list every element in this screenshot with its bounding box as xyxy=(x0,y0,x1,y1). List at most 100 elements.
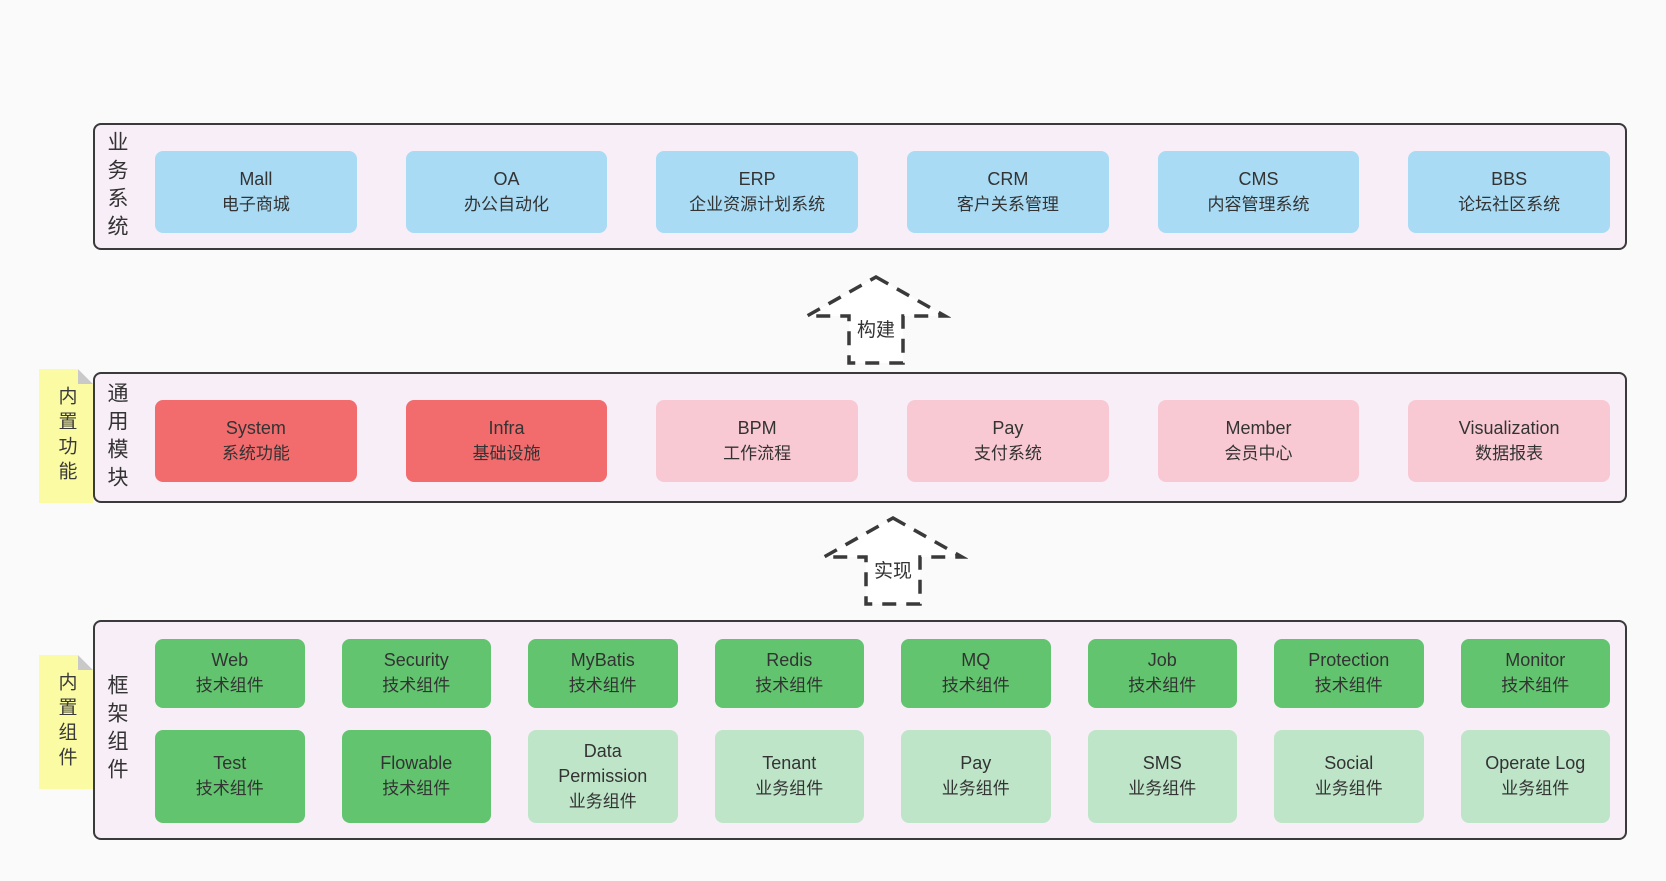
box-member-name: Member xyxy=(1225,418,1292,438)
arrow-up-dashed-icon: 构建 xyxy=(800,274,952,365)
box-bbs-name: BBS xyxy=(1491,169,1528,189)
business-systems-boxes: Mall 电子商城 OA 办公自动化 ERP 企业资源计划系统 CRM 客户关系… xyxy=(155,151,1610,233)
box-crm: CRM 客户关系管理 xyxy=(907,151,1109,233)
box-oa: OA 办公自动化 xyxy=(405,151,608,233)
box-bpm-name: BPM xyxy=(737,418,777,438)
box-social-desc: 业务组件 xyxy=(1314,779,1383,799)
box-system-desc: 系统功能 xyxy=(221,444,290,463)
band-common-modules: 通用模块 System 系统功能 Infra 基础设施 BPM 工作流程 Pay… xyxy=(93,372,1627,503)
box-cms-desc: 内容管理系统 xyxy=(1207,195,1310,214)
box-protection: Protection 技术组件 xyxy=(1274,639,1424,708)
box-bpm-desc: 工作流程 xyxy=(723,444,792,463)
box-pay-module-name: Pay xyxy=(992,418,1024,438)
arrow-implement-label: 实现 xyxy=(874,560,912,582)
box-pay-component-name: Pay xyxy=(960,753,992,774)
arrow-up-dashed-icon: 实现 xyxy=(817,515,969,606)
box-job-name: Job xyxy=(1147,650,1177,671)
box-pay-component: Pay 业务组件 xyxy=(901,729,1051,823)
box-monitor-name: Monitor xyxy=(1505,650,1566,671)
box-flowable: Flowable 技术组件 xyxy=(341,729,491,823)
box-member: Member 会员中心 xyxy=(1157,400,1360,482)
box-infra-desc: 基础设施 xyxy=(472,444,541,463)
box-monitor: Monitor 技术组件 xyxy=(1460,639,1610,708)
note-built-in-features-label: 内置功能 xyxy=(55,386,77,486)
box-web-desc: 技术组件 xyxy=(195,676,264,696)
folded-corner-icon xyxy=(78,369,93,384)
box-protection-desc: 技术组件 xyxy=(1314,676,1383,696)
band-common-modules-label: 通用模块 xyxy=(105,381,128,494)
box-bpm: BPM 工作流程 xyxy=(656,400,858,482)
box-data-permission-desc: 业务组件 xyxy=(568,791,637,811)
box-pay-module-desc: 支付系统 xyxy=(973,444,1042,463)
box-operate-log-name: Operate Log xyxy=(1485,753,1586,774)
box-visualization-desc: 数据报表 xyxy=(1475,444,1544,463)
box-mall-desc: 电子商城 xyxy=(221,195,290,214)
box-erp: ERP 企业资源计划系统 xyxy=(656,151,858,233)
band-framework-components-label: 框架组件 xyxy=(105,674,128,786)
box-mybatis-name: MyBatis xyxy=(570,650,635,671)
box-system-name: System xyxy=(225,418,286,438)
box-protection-name: Protection xyxy=(1308,650,1390,671)
box-job: Job 技术组件 xyxy=(1087,639,1237,708)
band-business-systems: 业务系统 Mall 电子商城 OA 办公自动化 ERP 企业资源计划系统 CRM… xyxy=(93,123,1627,250)
box-test-desc: 技术组件 xyxy=(195,779,264,799)
box-redis-name: Redis xyxy=(766,650,813,671)
box-mall-name: Mall xyxy=(239,169,273,189)
box-cms: CMS 内容管理系统 xyxy=(1157,151,1360,233)
box-bbs-desc: 论坛社区系统 xyxy=(1458,195,1561,214)
box-visualization-name: Visualization xyxy=(1458,418,1560,438)
box-operate-log-desc: 业务组件 xyxy=(1501,779,1570,799)
framework-components-boxes: Web 技术组件 Security 技术组件 MyBatis 技术组件 Redi… xyxy=(155,639,1610,823)
box-bbs: BBS 论坛社区系统 xyxy=(1408,151,1610,233)
note-built-in-features: 内置功能 xyxy=(39,369,93,503)
box-erp-name: ERP xyxy=(738,169,776,189)
box-crm-name: CRM xyxy=(987,169,1029,189)
box-oa-name: OA xyxy=(493,169,520,189)
common-modules-boxes: System 系统功能 Infra 基础设施 BPM 工作流程 Pay 支付系统… xyxy=(155,400,1610,482)
box-mall: Mall 电子商城 xyxy=(155,151,357,233)
arrow-implement: 实现 xyxy=(817,515,969,607)
box-tenant-desc: 业务组件 xyxy=(755,779,824,799)
box-test-name: Test xyxy=(213,753,247,774)
box-data-permission-name: Data Permission xyxy=(558,740,648,786)
box-web: Web 技术组件 xyxy=(155,639,305,708)
arrow-build-label: 构建 xyxy=(857,319,895,341)
box-job-desc: 技术组件 xyxy=(1128,676,1197,696)
box-tenant-name: Tenant xyxy=(762,753,817,774)
note-built-in-components: 内置组件 xyxy=(39,655,93,789)
box-infra: Infra 基础设施 xyxy=(405,400,608,482)
box-web-name: Web xyxy=(211,650,249,671)
box-erp-desc: 企业资源计划系统 xyxy=(689,195,826,214)
box-data-permission: Data Permission 业务组件 xyxy=(528,729,678,823)
box-monitor-desc: 技术组件 xyxy=(1501,676,1570,696)
box-redis: Redis 技术组件 xyxy=(714,639,864,708)
box-sms-name: SMS xyxy=(1142,753,1182,774)
box-sms-desc: 业务组件 xyxy=(1128,779,1197,799)
box-member-desc: 会员中心 xyxy=(1224,444,1293,463)
box-flowable-name: Flowable xyxy=(380,753,453,774)
box-system: System 系统功能 xyxy=(155,400,357,482)
box-social: Social 业务组件 xyxy=(1274,729,1424,823)
box-mybatis: MyBatis 技术组件 xyxy=(528,639,678,708)
box-mq-name: MQ xyxy=(961,650,991,671)
box-cms-name: CMS xyxy=(1238,169,1279,189)
band-business-systems-label: 业务系统 xyxy=(105,130,128,243)
box-infra-name: Infra xyxy=(488,418,525,438)
folded-corner-icon xyxy=(78,655,93,670)
box-social-name: Social xyxy=(1324,753,1374,774)
box-security-desc: 技术组件 xyxy=(382,676,451,696)
box-operate-log: Operate Log 业务组件 xyxy=(1460,729,1610,823)
box-pay-component-desc: 业务组件 xyxy=(941,779,1010,799)
box-redis-desc: 技术组件 xyxy=(755,676,824,696)
box-crm-desc: 客户关系管理 xyxy=(956,195,1059,214)
box-mq: MQ 技术组件 xyxy=(901,639,1051,708)
box-flowable-desc: 技术组件 xyxy=(382,779,451,799)
box-sms: SMS 业务组件 xyxy=(1087,729,1237,823)
band-framework-components: 框架组件 Web 技术组件 Security 技术组件 MyBatis 技术组件… xyxy=(93,620,1627,840)
box-test: Test 技术组件 xyxy=(155,729,305,823)
box-visualization: Visualization 数据报表 xyxy=(1408,400,1610,482)
box-oa-desc: 办公自动化 xyxy=(463,195,549,214)
box-pay-module: Pay 支付系统 xyxy=(907,400,1109,482)
arrow-build: 构建 xyxy=(800,274,952,366)
